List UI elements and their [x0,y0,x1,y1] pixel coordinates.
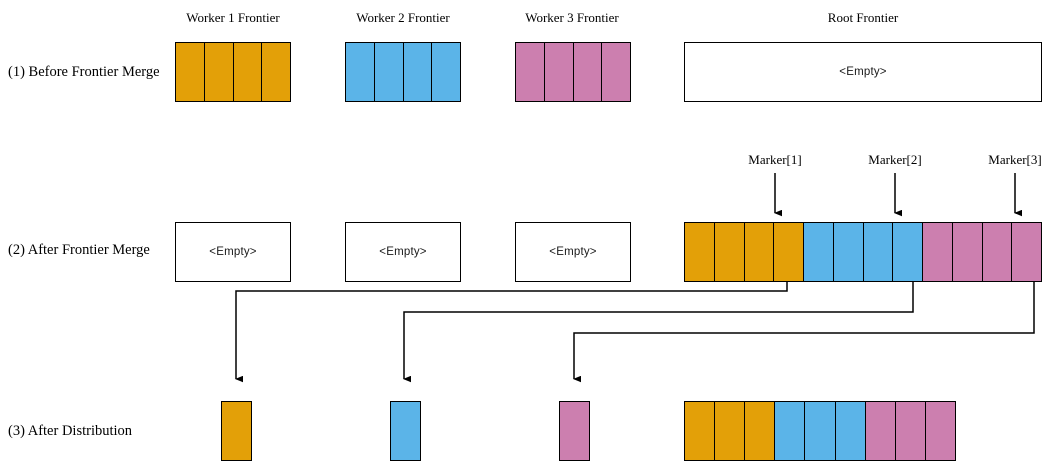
empty-label: <Empty> [379,246,427,258]
frontier-cell [805,402,836,460]
frontier-cell [895,402,926,460]
marker-label-3: Marker[3] [988,152,1042,167]
frontier-cell [602,43,630,101]
frontier-cell [544,43,574,101]
empty-label: <Empty> [839,66,887,78]
frontier-cell [775,402,806,460]
frontier-cell [560,402,589,460]
frontier-cell [893,223,923,281]
row3-worker3-frontier [559,401,590,461]
empty-label: <Empty> [209,246,257,258]
frontier-cell [516,43,545,101]
frontier-cell [863,223,894,281]
frontier-cell [804,223,834,281]
row-label-before-frontier-merge: (1) Before Frontier Merge [8,64,160,80]
frontier-cell [925,402,955,460]
column-title-worker-3: Worker 3 Frontier [525,10,619,25]
frontier-cell [403,43,433,101]
frontier-cell [374,43,404,101]
frontier-cell [744,223,775,281]
frontier-cell [952,223,983,281]
row1-worker1-frontier [175,42,291,102]
frontier-cell [715,402,746,460]
frontier-cell [391,402,420,460]
row3-worker1-frontier [221,401,252,461]
column-title-worker-2: Worker 2 Frontier [356,10,450,25]
frontier-cell [833,223,864,281]
empty-label: <Empty> [549,246,597,258]
distribution-connector-worker-3 [573,282,1035,383]
column-title-root: Root Frontier [827,10,899,25]
row2-worker2-frontier-empty: <Empty> [345,222,461,282]
frontier-cell [865,402,896,460]
row1-root-frontier-empty: <Empty> [684,42,1042,102]
row2-worker1-frontier-empty: <Empty> [175,222,291,282]
row3-root-frontier [684,401,956,461]
frontier-cell [685,223,715,281]
marker-label-1: Marker[1] [748,152,802,167]
frontier-cell [774,223,804,281]
frontier-cell [1012,223,1041,281]
frontier-cell [835,402,866,460]
frontier-cell [346,43,375,101]
row1-worker3-frontier [515,42,631,102]
frontier-cell [573,43,603,101]
frontier-cell [714,223,745,281]
frontier-cell [923,223,953,281]
row-label-after-frontier-merge: (2) After Frontier Merge [8,242,150,258]
row3-worker2-frontier [390,401,421,461]
frontier-cell [233,43,263,101]
row1-worker2-frontier [345,42,461,102]
frontier-cell [432,43,460,101]
column-title-worker-1: Worker 1 Frontier [186,10,280,25]
distribution-connector-worker-2 [403,282,914,383]
row2-worker3-frontier-empty: <Empty> [515,222,631,282]
row2-root-frontier-merged [684,222,1042,282]
frontier-cell [685,402,716,460]
frontier-cell [262,43,290,101]
frontier-cell [982,223,1013,281]
distribution-connector-worker-1 [235,282,788,383]
frontier-cell [176,43,205,101]
frontier-cell [204,43,234,101]
frontier-cell [222,402,251,460]
frontier-cell [745,402,776,460]
marker-label-2: Marker[2] [868,152,922,167]
row-label-after-distribution: (3) After Distribution [8,423,133,439]
